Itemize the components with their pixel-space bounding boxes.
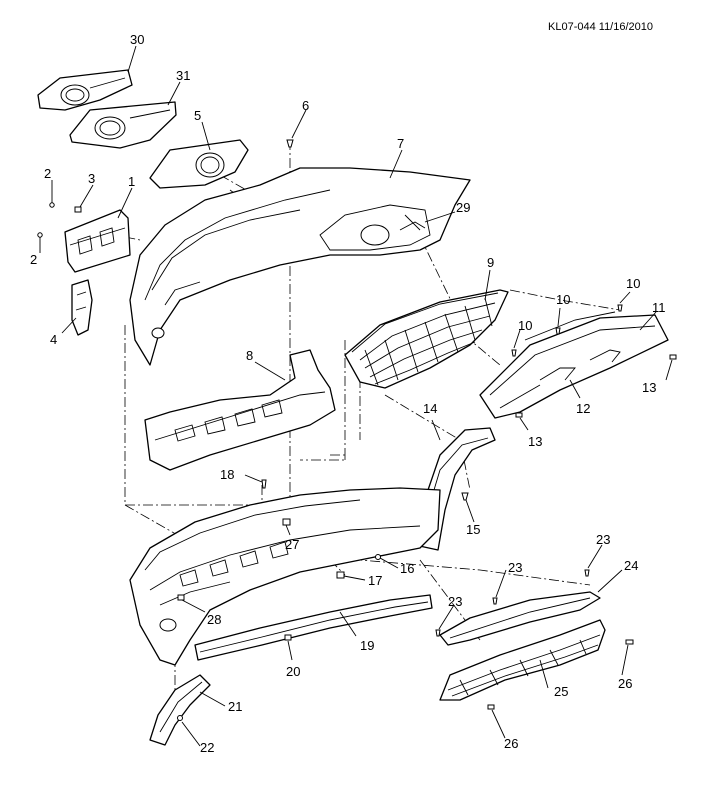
callout-26-right: 26 <box>618 676 632 691</box>
callout-4: 4 <box>50 332 57 347</box>
callout-25: 25 <box>554 684 568 699</box>
callout-9: 9 <box>487 255 494 270</box>
part-front-fascia-upper <box>129 167 471 366</box>
callout-23-middle: 23 <box>508 560 522 575</box>
callout-23-left: 23 <box>448 594 462 609</box>
callout-2-upper: 2 <box>44 166 51 181</box>
callout-12: 12 <box>576 401 590 416</box>
part-fog-lamp-bezel-upper <box>37 69 133 111</box>
callout-13-lower: 13 <box>528 434 542 449</box>
callout-10-left: 10 <box>518 318 532 333</box>
callout-7: 7 <box>397 136 404 151</box>
callout-numbers: 30 31 5 6 7 2 3 1 2 4 29 8 9 10 10 10 11… <box>30 32 666 755</box>
fasteners <box>37 139 677 721</box>
part-bumper-bracket-left <box>64 209 131 273</box>
part-lower-grille <box>439 619 606 701</box>
callout-19: 19 <box>360 638 374 653</box>
callout-11: 11 <box>652 300 666 315</box>
callout-18: 18 <box>220 467 234 482</box>
callout-10-middle: 10 <box>556 292 570 307</box>
callout-23-right: 23 <box>596 532 610 547</box>
callout-14: 14 <box>423 401 437 416</box>
part-fog-lamp <box>399 221 426 231</box>
callout-21: 21 <box>228 699 242 714</box>
callout-8: 8 <box>246 348 253 363</box>
part-energy-absorber <box>479 311 669 419</box>
callout-2-lower: 2 <box>30 252 37 267</box>
callout-3: 3 <box>88 171 95 186</box>
part-fog-lamp-bezel-middle <box>69 101 177 149</box>
callout-30: 30 <box>130 32 144 47</box>
callout-17: 17 <box>368 573 382 588</box>
callout-26-lower: 26 <box>504 736 518 751</box>
callout-13-right: 13 <box>642 380 656 395</box>
callout-16: 16 <box>400 561 414 576</box>
part-air-deflector <box>144 349 336 471</box>
callout-5: 5 <box>194 108 201 123</box>
part-side-bracket <box>71 279 93 336</box>
part-lower-reinforcement <box>439 591 601 646</box>
callout-28: 28 <box>207 612 221 627</box>
callout-27: 27 <box>285 537 299 552</box>
callout-29: 29 <box>456 200 470 215</box>
part-side-molding <box>149 674 211 746</box>
part-lower-molding <box>194 594 433 661</box>
callout-31: 31 <box>176 68 190 83</box>
leader-lines <box>39 45 673 747</box>
callout-6: 6 <box>302 98 309 113</box>
callout-15: 15 <box>466 522 480 537</box>
drawing-reference: KL07-044 11/16/2010 <box>548 21 653 33</box>
callout-20: 20 <box>286 664 300 679</box>
callout-22: 22 <box>200 740 214 755</box>
callout-10-right: 10 <box>626 276 640 291</box>
part-front-fascia-lower <box>129 487 441 666</box>
callout-24: 24 <box>624 558 638 573</box>
part-grille <box>344 289 509 389</box>
part-fog-lamp-bezel-lower <box>149 139 249 189</box>
callout-1: 1 <box>128 174 135 189</box>
